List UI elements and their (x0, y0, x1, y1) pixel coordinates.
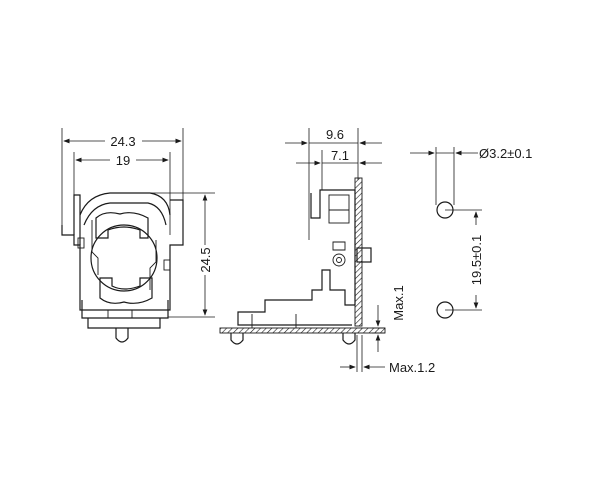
dim-hole-spacing: 19.5±0.1 (445, 209, 484, 311)
base-plate (219, 327, 386, 334)
holder-body (61, 192, 184, 343)
dim-inner-width: 19 (73, 152, 171, 235)
panel-cutout: Ø3.2±0.1 19.5±0.1 (410, 146, 532, 319)
dim-label-19: 19 (116, 153, 130, 168)
panel-wall (354, 177, 363, 327)
dim-side-inner-width: 7.1 (296, 148, 382, 190)
dim-clip-gap: Max.1.2 (340, 335, 435, 375)
dim-label-24-5: 24.5 (198, 247, 213, 272)
dim-height: 24.5 (110, 192, 215, 318)
dim-label-9-6: 9.6 (326, 127, 344, 142)
dim-panel-thickness: Max.1 (372, 285, 406, 352)
dim-side-width: 9.6 (285, 127, 382, 240)
left-clip (77, 237, 85, 249)
dim-label-hole-spacing: 19.5±0.1 (469, 235, 484, 286)
dim-label-max-1: Max.1 (391, 285, 406, 320)
right-clip (163, 259, 171, 271)
pivot-circle (332, 253, 346, 267)
side-view: 9.6 7.1 (219, 127, 435, 375)
front-view: 24.3 19 24.5 (61, 128, 215, 343)
side-body (219, 177, 386, 345)
dim-hole-diameter: Ø3.2±0.1 (410, 146, 532, 205)
dim-label-max-1-2: Max.1.2 (389, 360, 435, 375)
dim-label-24-3: 24.3 (110, 134, 135, 149)
dim-label-hole-diameter: Ø3.2±0.1 (479, 146, 532, 161)
dim-label-7-1: 7.1 (331, 148, 349, 163)
dim-overall-width: 24.3 (61, 128, 184, 225)
rotor-circle (90, 224, 158, 292)
